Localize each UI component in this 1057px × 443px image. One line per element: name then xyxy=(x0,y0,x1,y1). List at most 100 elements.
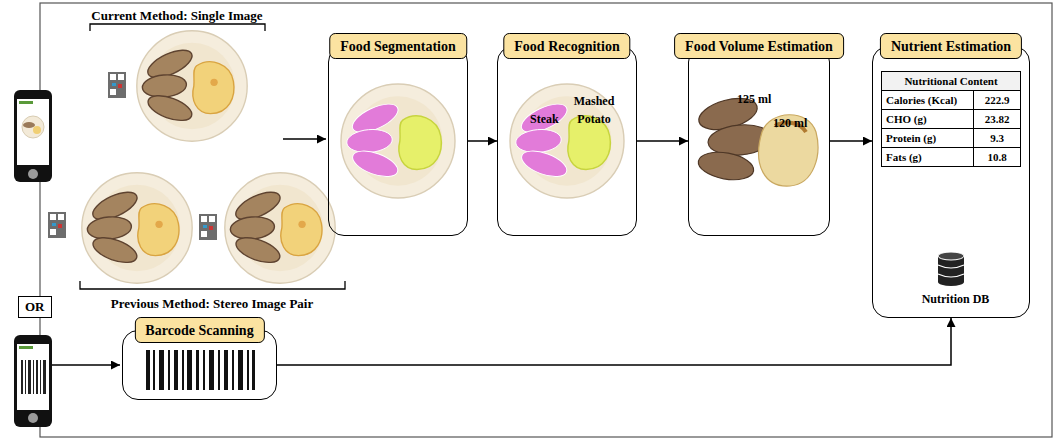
db-label: Nutrition DB xyxy=(922,292,990,306)
phone-icon xyxy=(19,346,33,349)
table-cell: 222.9 xyxy=(974,90,1020,109)
phone-icon xyxy=(22,116,44,138)
barcode xyxy=(146,350,150,390)
phone-icon xyxy=(28,413,38,423)
food-photo xyxy=(82,173,192,283)
flow-arrow xyxy=(468,140,497,142)
database-icon xyxy=(938,278,964,286)
barcode xyxy=(232,350,234,390)
phone-icon xyxy=(17,99,49,165)
phone-icon xyxy=(14,335,52,427)
flow-arrow xyxy=(637,140,688,142)
method-label: Previous Method: Stereo Image Pair xyxy=(111,296,313,311)
header-text: Food Volume Estimation xyxy=(685,39,833,54)
or-box: OR xyxy=(18,296,52,318)
header-text: Food Recognition xyxy=(514,39,619,54)
text-row: OR xyxy=(25,299,45,315)
text-holder: 120 ml xyxy=(773,113,807,131)
food-photo xyxy=(48,31,335,283)
stage-box: Food Segmentation xyxy=(328,46,468,236)
food-label: 125 ml xyxy=(737,92,771,106)
stage-header: Food Volume Estimation xyxy=(674,33,844,59)
recognized-plate xyxy=(510,84,624,198)
label-holder: Previous Method: Stereo Image Pair xyxy=(72,294,352,312)
food-photo xyxy=(108,72,126,98)
table-cell: Calories (Kcal) xyxy=(882,90,974,109)
food-photo xyxy=(199,214,217,240)
database-icon xyxy=(938,265,964,277)
input-arrow xyxy=(52,364,120,366)
phone-icon xyxy=(40,360,41,394)
phone-icon xyxy=(36,360,38,394)
table-cell: Fats (g) xyxy=(882,147,974,166)
food-3d-model xyxy=(695,93,818,186)
barcode xyxy=(196,350,199,390)
segmented-plate xyxy=(341,84,455,198)
phone-icon xyxy=(43,360,46,394)
barcode xyxy=(182,350,184,390)
text-holder: Steak xyxy=(530,109,559,127)
flow-arrow xyxy=(830,140,872,142)
stage-header: Food Segmentation xyxy=(329,33,467,59)
barcode xyxy=(209,350,214,390)
stage-box: Barcode Scanning xyxy=(122,330,277,400)
food-label: Mashed Potato xyxy=(574,94,615,126)
phone-icon xyxy=(21,360,46,394)
recognized-plate xyxy=(510,84,624,198)
table-cell: 10.8 xyxy=(974,147,1020,166)
phone-icon xyxy=(17,344,49,410)
text-holder: Mashed Potato xyxy=(568,91,620,127)
barcode xyxy=(153,350,155,390)
text-holder: Nutrition DB xyxy=(878,289,1033,307)
database-icon xyxy=(938,252,964,260)
phone-icon xyxy=(28,169,38,179)
database-icon xyxy=(938,252,964,286)
flow-arrow xyxy=(277,318,951,365)
phone-icon xyxy=(33,126,41,134)
method-label: Current Method: Single Image xyxy=(91,8,262,23)
barcode xyxy=(203,350,205,390)
stage-box: Food RecognitionSteakMashed Potato xyxy=(497,46,637,236)
table-cell: CHO (g) xyxy=(882,109,974,128)
barcode xyxy=(174,350,178,390)
barcode xyxy=(252,350,255,390)
phone-icon xyxy=(14,335,52,427)
stage-box: Nutrient EstimationNutrition DBNutrition… xyxy=(872,46,1030,318)
header-text: Food Segmentation xyxy=(340,39,456,54)
phone-icon xyxy=(14,90,52,182)
barcode xyxy=(247,350,249,390)
food-photo xyxy=(137,31,247,141)
phone-icon xyxy=(21,360,23,394)
text-row: Nutritional Content xyxy=(882,72,1020,90)
food-label: Steak xyxy=(530,112,559,126)
table-header: Nutritional Content xyxy=(904,75,997,87)
food-photo xyxy=(225,173,335,283)
stage-header: Food Recognition xyxy=(503,33,630,59)
stage-header: Barcode Scanning xyxy=(134,317,264,343)
bracket xyxy=(90,24,265,31)
header-text: Barcode Scanning xyxy=(145,323,253,338)
food-label: 120 ml xyxy=(773,116,807,130)
barcode xyxy=(168,350,170,390)
phone-icon xyxy=(33,360,34,394)
nutrition-grid: Calories (Kcal)222.9CHO (g)23.82Protein … xyxy=(882,90,1020,166)
text-holder: 125 ml xyxy=(737,89,771,107)
barcode xyxy=(159,350,164,390)
outer-frame xyxy=(40,3,1052,437)
barcode xyxy=(146,350,255,390)
header-text: Nutrient Estimation xyxy=(891,39,1011,54)
barcode xyxy=(224,350,228,390)
table-cell: 9.3 xyxy=(974,128,1020,147)
bracket xyxy=(80,281,345,289)
input-arrow xyxy=(283,138,326,140)
phone-icon xyxy=(23,122,35,128)
food-3d-model xyxy=(759,115,818,186)
phone-icon xyxy=(25,360,26,394)
barcode xyxy=(218,350,220,390)
phone-icon xyxy=(14,90,52,182)
phone-icon xyxy=(19,101,33,104)
segmented-plate xyxy=(341,84,455,198)
table-cell: Protein (g) xyxy=(882,128,974,147)
